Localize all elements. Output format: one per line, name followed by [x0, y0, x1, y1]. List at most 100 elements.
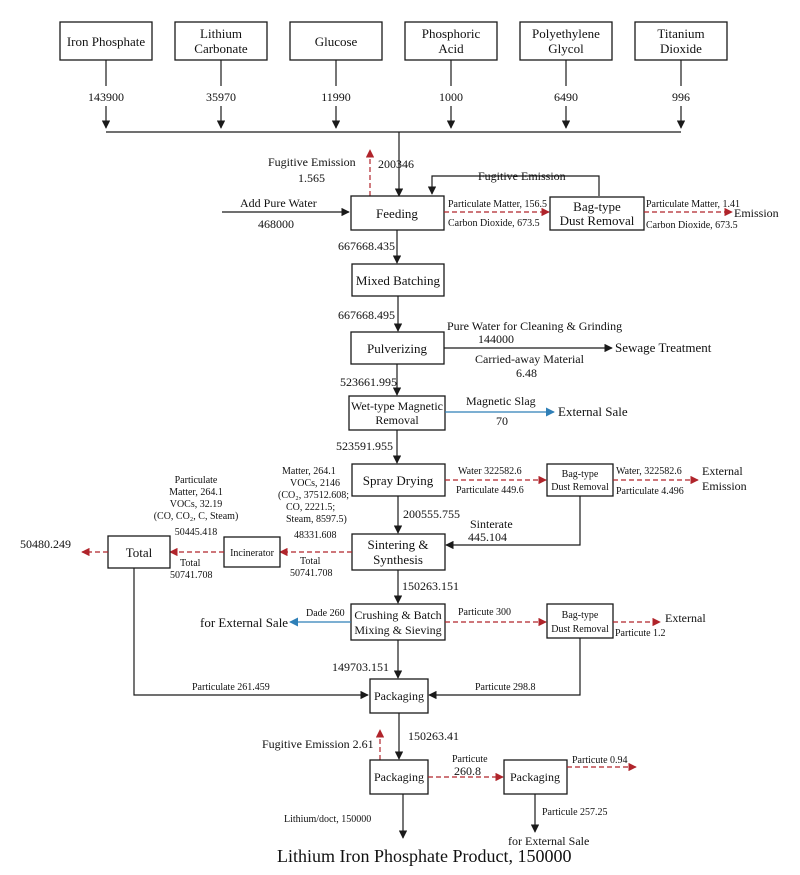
- spray-water-label: Water 322582.6: [458, 466, 522, 477]
- input-polyethylene-glycol-label-1: Polyethylene: [532, 26, 600, 41]
- sintering-offgas-line-3: (CO₂, 37512.608;: [278, 490, 349, 501]
- packaging3-particulate-label: Particute 0.94: [572, 755, 628, 766]
- sewage-treatment-label: Sewage Treatment: [615, 340, 712, 355]
- magnetic-slag-value: 70: [496, 414, 508, 428]
- input-value-lithium-carbonate: 35970: [206, 90, 236, 104]
- pulverizing-carried-value: 6.48: [516, 366, 537, 380]
- bag2-label-2: Dust Removal: [551, 482, 609, 493]
- pure-water-label: Add Pure Water: [240, 196, 317, 210]
- input-value-phosphoric-acid: 1000: [439, 90, 463, 104]
- input-titanium-dioxide-box: [634, 21, 728, 61]
- bag3-box: [546, 603, 614, 639]
- mixed-output-value: 667668.495: [338, 308, 395, 322]
- input-glucose: Glucose: [289, 21, 383, 61]
- packaging-stage-2: Packaging Particute 260.8 Lithium/doct, …: [284, 754, 504, 839]
- packaging3-label: Packaging: [510, 770, 560, 784]
- bag2-water-label: Water, 322582.6: [616, 466, 682, 477]
- sintering-offgas-line-2: VOCs, 2146: [290, 478, 340, 489]
- pulverizing-label: Pulverizing: [367, 341, 427, 356]
- total-to-packaging-arrow: [133, 568, 369, 700]
- crushing-external-sale-label: for External Sale: [200, 615, 288, 630]
- magnetic-removal-stage: Wet-type Magnetic Removal Magnetic Slag …: [336, 394, 628, 464]
- packaging2-label: Packaging: [374, 770, 424, 784]
- bag1-box: [549, 196, 645, 231]
- input-polyethylene-glycol-label-2: Glycol: [548, 41, 584, 56]
- feeding-input-total: 200346: [378, 157, 414, 171]
- packaging-stage-3: Packaging Particute 0.94 Particule 257.2…: [503, 755, 637, 848]
- input-value-polyethylene-glycol: 6490: [554, 90, 578, 104]
- magnetic-removal-box: [348, 395, 446, 431]
- total-output-value: 50480.249: [20, 537, 71, 551]
- pure-water-value: 468000: [258, 217, 294, 231]
- bag2-box: [546, 463, 614, 497]
- input-value-iron-phosphate: 143900: [88, 90, 124, 104]
- crushing-dade-label: Dade 260: [306, 608, 345, 619]
- incinerator-out-line-3: VOCs, 32.19: [170, 499, 223, 510]
- packaging1-box: [369, 678, 429, 714]
- packaging1-output-value: 150263.41: [408, 729, 459, 743]
- incinerator-out-line-4: (CO, CO₂, C, Steam): [154, 511, 239, 522]
- total-stage: Total 50480.249: [20, 535, 369, 700]
- bag3-to-packaging-arrow: [428, 638, 581, 700]
- incinerator-total-value: 50741.708: [170, 570, 213, 581]
- input-lithium-carbonate-box: [174, 21, 268, 61]
- bag1-emission-label: Emission: [734, 206, 779, 220]
- fugitive-return-label: Fugitive Emission: [478, 169, 566, 183]
- feeding-label: Feeding: [376, 206, 418, 221]
- bag3-particulate-label: Particute 1.2: [615, 628, 666, 639]
- bag2-external-label-2: Emission: [702, 479, 747, 493]
- incinerator-label: Incinerator: [230, 548, 275, 559]
- packaging3-down-label: Particule 257.25: [542, 807, 608, 818]
- incinerator-out-line-5: 50445.418: [175, 527, 218, 538]
- sintering-offgas-line-1: Matter, 264.1: [282, 466, 336, 477]
- packaging3-external-sale-label: for External Sale: [508, 834, 589, 848]
- bag1-particulate-label: Particulate Matter, 1.41: [646, 199, 740, 210]
- sintering-offgas-line-5: Steam, 8597.5): [286, 514, 347, 525]
- sinterate-return-arrow: [445, 496, 581, 550]
- input-iron-phosphate: Iron Phosphate: [59, 21, 153, 61]
- sintering-output-value: 150263.151: [402, 579, 459, 593]
- packaging-stage-1: Packaging Particulate 261.459 Particute …: [192, 678, 536, 760]
- incinerator-stage: Incinerator Particulate Matter, 264.1 VO…: [154, 475, 281, 581]
- pulverizing-water-label: Pure Water for Cleaning & Grinding: [447, 319, 622, 333]
- packaging1-label: Packaging: [374, 689, 424, 703]
- magnetic-output-value: 523591.955: [336, 439, 393, 453]
- packaging2-box: [369, 759, 429, 795]
- input-value-glucose: 11990: [321, 90, 351, 104]
- input-polyethylene-glycol: Polyethylene Glycol: [519, 21, 613, 61]
- sintering-box: [351, 533, 446, 571]
- feeding-particulate-label: Particulate Matter, 156.5: [448, 199, 547, 210]
- bag3-external-label: External: [665, 611, 706, 625]
- packaging2-particulate-label: Particute: [452, 754, 488, 765]
- input-iron-phosphate-label: Iron Phosphate: [67, 34, 146, 49]
- input-titanium-dioxide-label-1: Titanium: [657, 26, 704, 41]
- bag2-external-label-1: External: [702, 464, 743, 478]
- spray-particulate-label: Particulate 449.6: [456, 485, 524, 496]
- magnetic-slag-label: Magnetic Slag: [466, 394, 536, 408]
- pulverizing-stage: Pulverizing Pure Water for Cleaning & Gr…: [340, 319, 712, 396]
- sintering-offgas-line-4: CO, 2221.5;: [286, 502, 335, 513]
- total-label: Total: [126, 545, 153, 560]
- input-lithium-carbonate: Lithium Carbonate: [174, 21, 268, 61]
- input-phosphoric-acid: Phosphoric Acid: [404, 21, 498, 61]
- feeding-fugitive-value: 1.565: [298, 171, 325, 185]
- crushing-output-value: 149703.151: [332, 660, 389, 674]
- mixed-batching-box: [351, 263, 445, 297]
- pulverizing-output-value: 523661.995: [340, 375, 397, 389]
- pulverizing-box: [350, 331, 445, 365]
- fugitive-return-arrow: [427, 175, 600, 196]
- spray-drying-stage: Spray Drying Water 322582.6 Particulate …: [351, 463, 547, 534]
- input-connectors: 143900 35970 11990 1000 6490 996: [88, 60, 690, 133]
- final-product-title: Lithium Iron Phosphate Product, 150000: [277, 846, 571, 866]
- packaging2-particulate-value: 260.8: [454, 764, 481, 778]
- pulverizing-carried-label: Carried-away Material: [475, 352, 585, 366]
- input-titanium-dioxide-label-2: Dioxide: [660, 41, 702, 56]
- pulverizing-water-value: 144000: [478, 332, 514, 346]
- crushing-stage: Crushing & Batch Mixing & Sieving Dade 2…: [200, 603, 547, 679]
- crushing-label-2: Mixing & Sieving: [354, 623, 441, 637]
- sintering-label-1: Sintering &: [367, 537, 428, 552]
- input-lithium-carbonate-label-2: Carbonate: [194, 41, 248, 56]
- sintering-label-2: Synthesis: [373, 552, 423, 567]
- input-glucose-label: Glucose: [315, 34, 358, 49]
